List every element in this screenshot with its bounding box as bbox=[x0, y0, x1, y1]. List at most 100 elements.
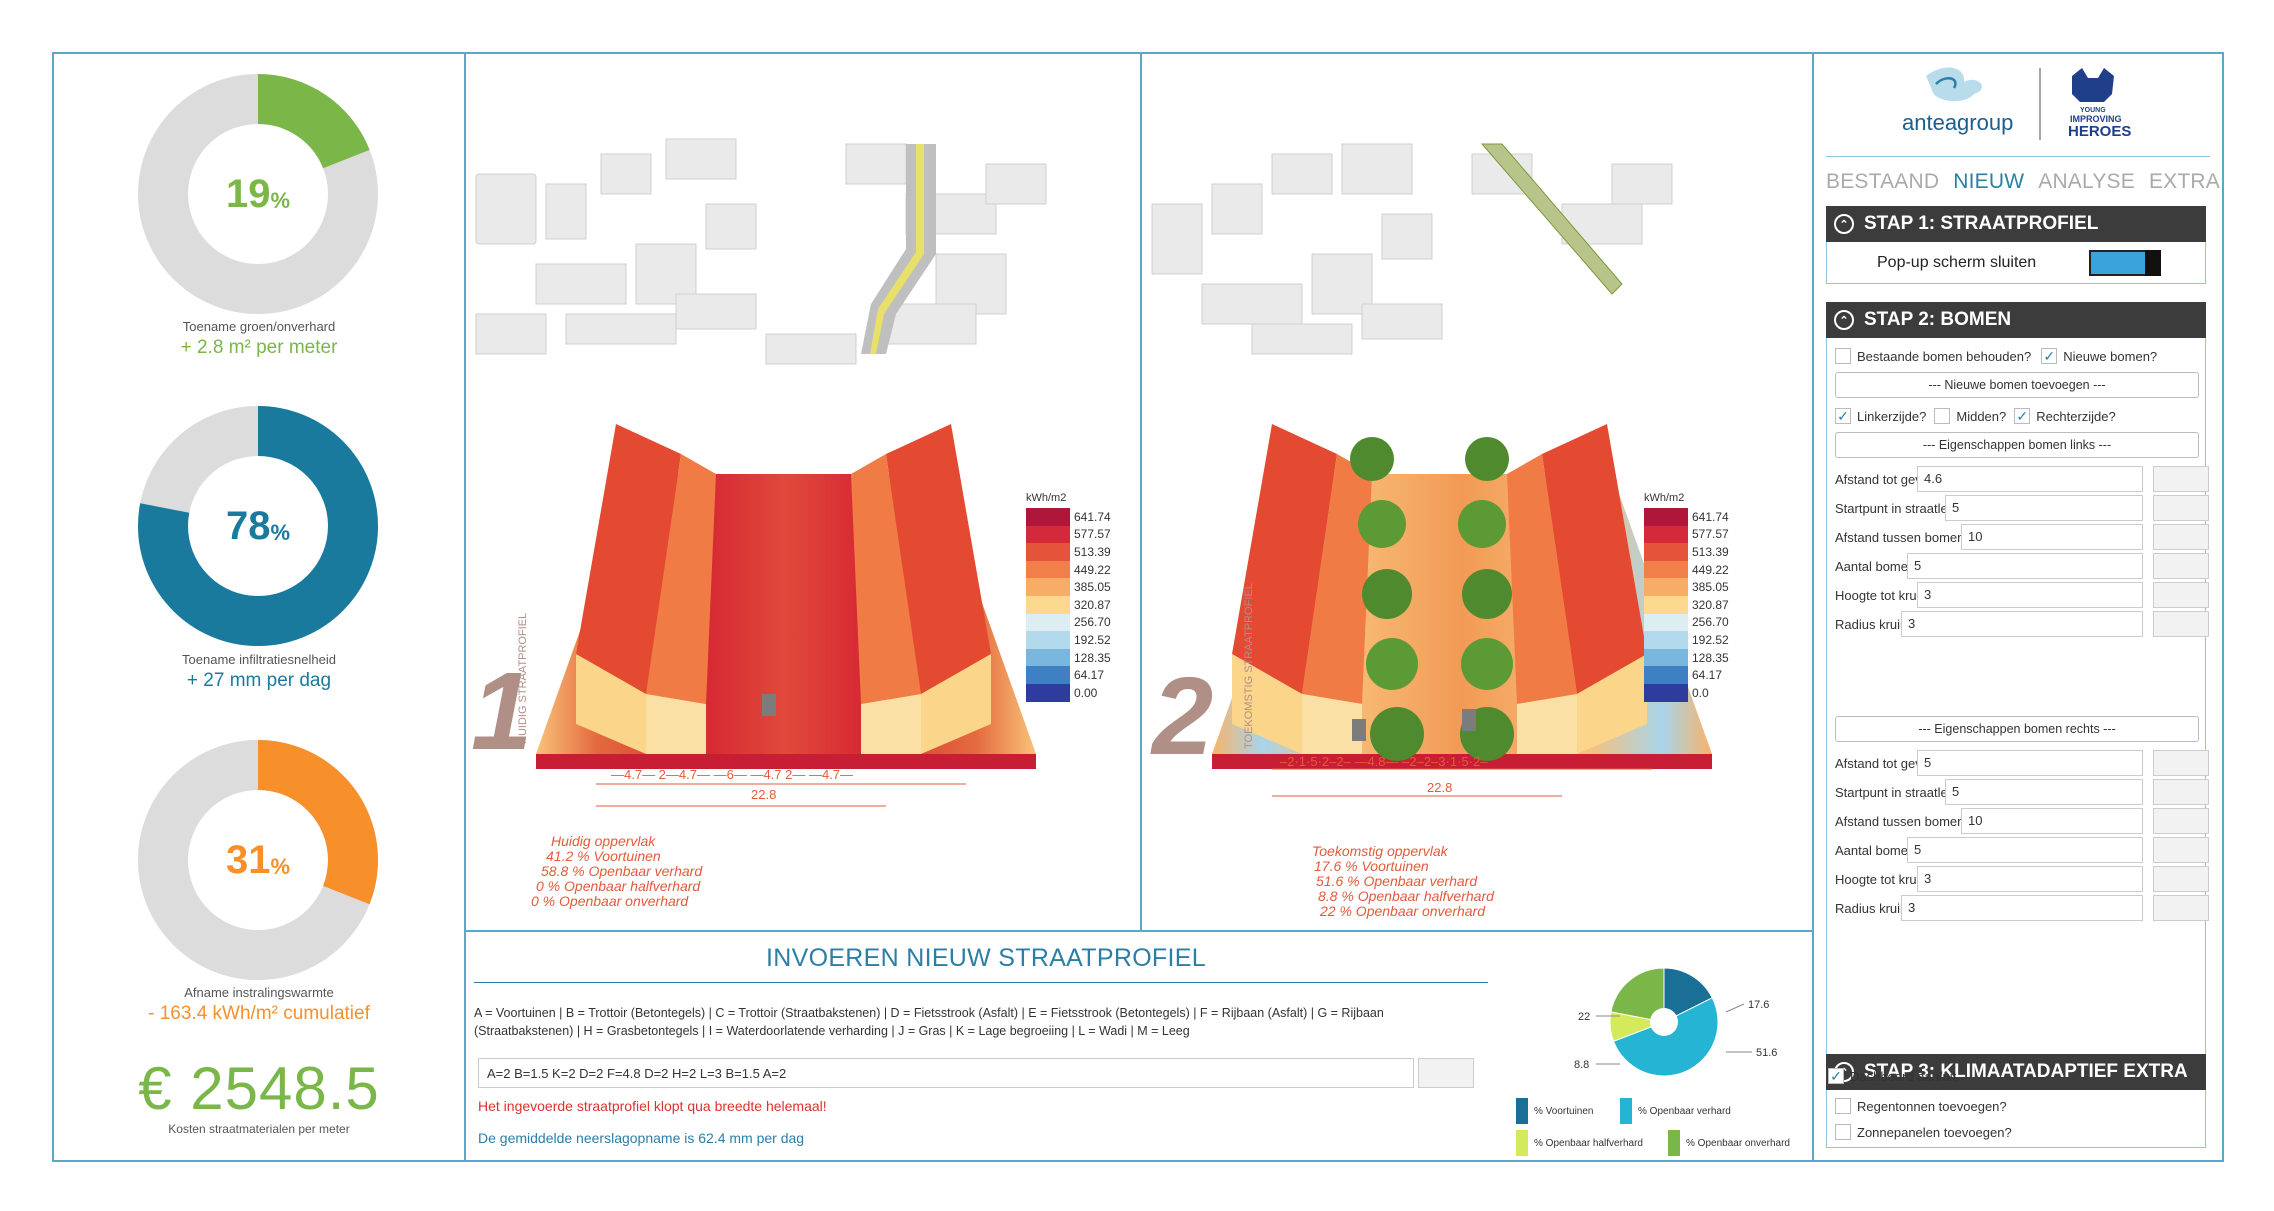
property-label: Hoogte tot kruin bbox=[1835, 872, 1927, 887]
property-label: Radius kruin bbox=[1835, 901, 1908, 916]
car bbox=[762, 694, 776, 716]
profile-input[interactable] bbox=[478, 1058, 1414, 1088]
property-input[interactable]: 10 bbox=[1961, 808, 2143, 834]
property-input[interactable]: 5 bbox=[1907, 837, 2143, 863]
property-input[interactable]: 5 bbox=[1945, 779, 2143, 805]
property-apply-button[interactable] bbox=[2153, 553, 2209, 579]
legend-row: 449.22 bbox=[1026, 560, 1111, 579]
new-profile-3d-view[interactable]: –2·1·5·2–2– —4.8— –2–2–3·1·5·2– 22.8 2 T… bbox=[1142, 54, 1812, 930]
property-apply-button[interactable] bbox=[2153, 808, 2209, 834]
control-panel: anteagroup YOUNG IMPROVING HEROES BESTAA… bbox=[1814, 54, 2222, 1160]
car bbox=[1352, 719, 1366, 741]
legend-value: 192.52 bbox=[1692, 632, 1729, 647]
step1-header[interactable]: ⌃ STAP 1: STRAATPROFIEL bbox=[1826, 206, 2206, 242]
tab-nieuw[interactable]: NIEUW bbox=[1953, 170, 2025, 193]
property-apply-button[interactable] bbox=[2153, 524, 2209, 550]
right-side-checkbox[interactable]: ✓ bbox=[2014, 408, 2031, 424]
green-caption: Toename groen/onverhard bbox=[182, 319, 336, 334]
legend-swatch bbox=[1644, 595, 1688, 614]
legend-value: 0.0 bbox=[1692, 685, 1709, 700]
tab-extra[interactable]: EXTRA bbox=[2148, 170, 2220, 193]
pie-legend-item: % Openbaar verhard bbox=[1620, 1098, 1731, 1124]
right-roof-side bbox=[1507, 454, 1577, 704]
property-apply-button[interactable] bbox=[2153, 750, 2209, 776]
popup-toggle[interactable] bbox=[2089, 250, 2161, 276]
property-apply-button[interactable] bbox=[2153, 895, 2209, 921]
heroes-logo-mask-icon bbox=[2072, 68, 2114, 102]
step3-title: STAP 3: KLIMAATADAPTIEF EXTRA bbox=[1864, 1061, 2188, 1082]
surface-line: 22 % Openbaar onverhard bbox=[1320, 903, 1485, 919]
profile-number: 2 bbox=[1150, 655, 1213, 778]
pie-legend-item: % Voortuinen bbox=[1516, 1098, 1594, 1124]
new-trees-checkbox[interactable]: ✓ bbox=[2041, 348, 2058, 364]
dashboard-checkbox[interactable]: ✓ bbox=[1828, 1068, 1844, 1084]
property-apply-button[interactable] bbox=[2153, 582, 2209, 608]
property-input[interactable]: 10 bbox=[1961, 524, 2143, 550]
property-apply-button[interactable] bbox=[2153, 466, 2209, 492]
current-profile-3d-view[interactable]: —4.7— 2—4.7— —6— —4.7 2— —4.7— 22.8 1 HU… bbox=[466, 54, 1140, 930]
step3-body: Regentonnen toevoegen? Zonnepanelen toev… bbox=[1826, 1090, 2206, 1148]
property-apply-button[interactable] bbox=[2153, 495, 2209, 521]
street-edge bbox=[1212, 754, 1712, 769]
green-road-strip bbox=[1480, 143, 1623, 295]
property-input[interactable]: 3 bbox=[1901, 611, 2143, 637]
tab-analyse[interactable]: ANALYSE bbox=[2038, 170, 2135, 193]
street-edge bbox=[536, 754, 1036, 769]
legend-value: 513.39 bbox=[1074, 544, 1111, 559]
tab-bestaand[interactable]: BESTAAND bbox=[1826, 170, 1940, 193]
left-gable bbox=[1232, 654, 1302, 754]
right-wall bbox=[861, 694, 921, 754]
keep-trees-checkbox[interactable] bbox=[1835, 348, 1851, 364]
legend-swatch bbox=[1644, 613, 1688, 632]
step3-header[interactable]: ⌃ STAP 3: KLIMAATADAPTIEF EXTRA bbox=[1826, 1054, 2206, 1090]
current-surface-summary: Huidig oppervlak 41.2 % Voortuinen 58.8 … bbox=[531, 834, 702, 909]
legend-value: 641.74 bbox=[1692, 509, 1729, 524]
property-input[interactable]: 5 bbox=[1907, 553, 2143, 579]
pie-slice bbox=[1663, 967, 1713, 1023]
step2-body: Bestaande bomen behouden? ✓ Nieuwe bomen… bbox=[1826, 338, 2209, 1058]
step2-header[interactable]: ⌃ STAP 2: BOMEN bbox=[1826, 302, 2206, 338]
legend-value: 385.05 bbox=[1692, 580, 1729, 595]
middle-checkbox[interactable] bbox=[1934, 408, 1951, 424]
property-input[interactable]: 4.6 bbox=[1917, 466, 2143, 492]
property-input[interactable]: 3 bbox=[1917, 866, 2143, 892]
add-trees-button[interactable]: --- Nieuwe bomen toevoegen --- bbox=[1835, 372, 2199, 398]
legend-text: % Openbaar onverhard bbox=[1686, 1137, 1790, 1149]
property-input[interactable]: 3 bbox=[1917, 582, 2143, 608]
heat-caption: Afname instralingswarmte bbox=[184, 985, 334, 1000]
pie-legend-item: % Openbaar onverhard bbox=[1668, 1130, 1790, 1156]
left-side-checkbox[interactable]: ✓ bbox=[1835, 408, 1851, 424]
property-input[interactable]: 5 bbox=[1917, 750, 2143, 776]
green-value: + 2.8 m² per meter bbox=[180, 337, 338, 358]
divider bbox=[464, 52, 466, 1162]
legend-value: 256.70 bbox=[1074, 615, 1111, 630]
heat-donut-chart bbox=[138, 740, 378, 980]
property-input[interactable]: 5 bbox=[1945, 495, 2143, 521]
property-apply-button[interactable] bbox=[2153, 866, 2209, 892]
rain-barrel-checkbox[interactable] bbox=[1835, 1098, 1851, 1114]
right-roof bbox=[886, 424, 991, 694]
left-tree-properties-button[interactable]: --- Eigenschappen bomen links --- bbox=[1835, 432, 2199, 458]
right-tree-properties-button[interactable]: --- Eigenschappen bomen rechts --- bbox=[1835, 716, 2199, 742]
dimension-total: 22.8 bbox=[1427, 780, 1452, 795]
property-label: Startpunt in straatlengte bbox=[1835, 501, 1974, 516]
legend-value: 320.87 bbox=[1074, 597, 1111, 612]
surface-line: 0 % Openbaar onverhard bbox=[531, 893, 689, 909]
profile-submit-button[interactable] bbox=[1418, 1058, 1474, 1088]
property-apply-button[interactable] bbox=[2153, 779, 2209, 805]
dimension-total: 22.8 bbox=[751, 787, 776, 802]
property-apply-button[interactable] bbox=[2153, 611, 2209, 637]
divider bbox=[1812, 52, 1814, 1162]
logos: anteagroup YOUNG IMPROVING HEROES bbox=[1902, 67, 2131, 140]
surface-line: 17.6 % Voortuinen bbox=[1314, 858, 1429, 874]
legend-swatch bbox=[1026, 631, 1070, 649]
legend-swatch bbox=[1644, 648, 1688, 667]
left-roof bbox=[1232, 424, 1337, 694]
property-apply-button[interactable] bbox=[2153, 837, 2209, 863]
property-input[interactable]: 3 bbox=[1901, 895, 2143, 921]
legend-value: 0.00 bbox=[1074, 685, 1098, 700]
solar-checkbox[interactable] bbox=[1835, 1124, 1851, 1140]
legend-swatch bbox=[1516, 1130, 1528, 1156]
infiltration-donut-chart bbox=[138, 406, 378, 646]
